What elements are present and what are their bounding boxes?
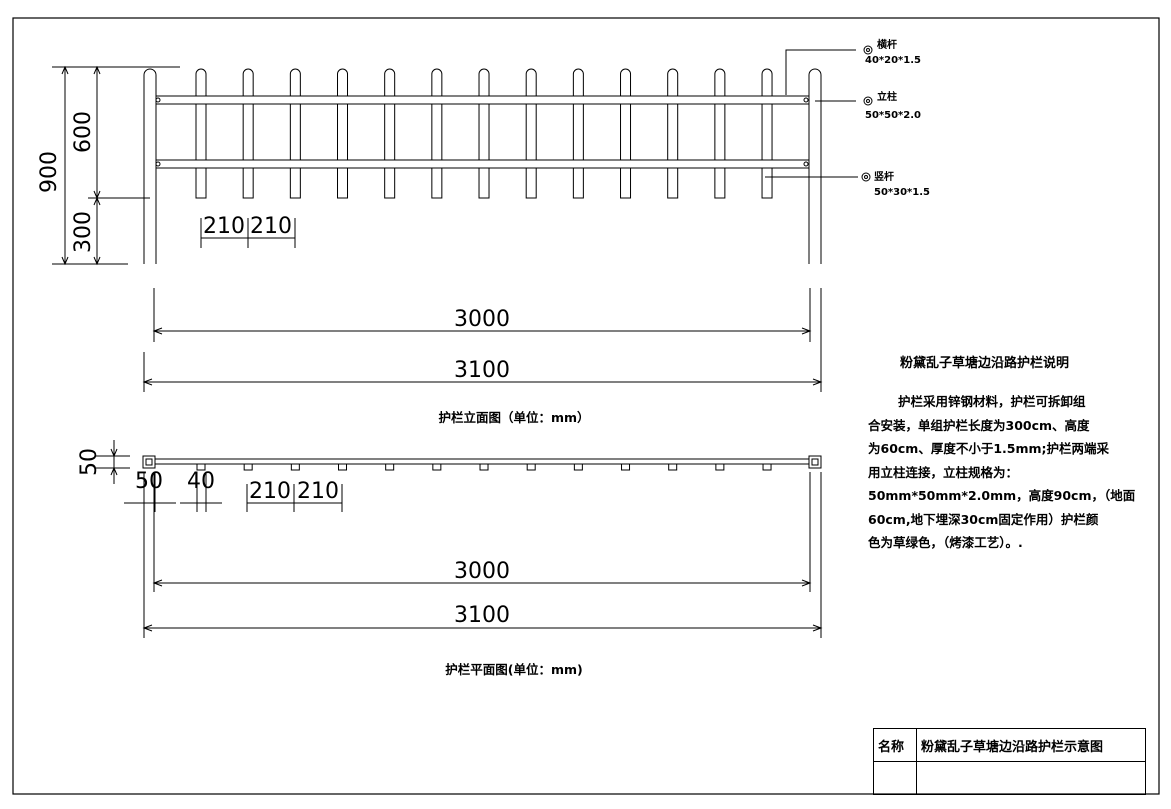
- plan-picket: [196, 463, 206, 471]
- callout-rail-name: 横杆: [877, 38, 897, 51]
- dim-text-210: 210: [203, 214, 245, 239]
- plan-picket: [715, 463, 725, 471]
- plan-left-post: [142, 455, 156, 469]
- picket: [761, 68, 773, 199]
- description-line: 用立柱连接，立柱规格为：: [868, 464, 1019, 480]
- title-block-empty: [873, 761, 917, 795]
- description-title: 粉黛乱子草塘边沿路护栏说明: [900, 356, 1070, 371]
- picket: [525, 68, 537, 199]
- plan-picket: [290, 463, 300, 471]
- plan-picket: [762, 463, 772, 471]
- elevation-title: 护栏立面图（单位：mm）: [438, 410, 589, 425]
- rail-bolt: [155, 97, 161, 103]
- picket: [195, 68, 207, 199]
- plan-right-post: [808, 455, 822, 469]
- right-post: [808, 68, 822, 264]
- picket: [431, 68, 443, 199]
- picket: [478, 68, 490, 199]
- title-block: 名称 粉黛乱子草塘边沿路护栏示意图: [873, 728, 1146, 795]
- description-line: 合安装，单组护栏长度为300cm、高度: [868, 417, 1090, 433]
- drawing-border: [12, 17, 1160, 795]
- callout-picket-name: 竖杆: [874, 170, 894, 183]
- plan-title: 护栏平面图(单位：mm): [445, 662, 582, 677]
- dim-text-3100-plan: 3100: [454, 603, 510, 628]
- description-line: 为60cm、厚度不小于1.5mm;护栏两端采: [868, 441, 1110, 456]
- picket: [714, 68, 726, 199]
- picket: [242, 68, 254, 199]
- plan-picket: [479, 463, 489, 471]
- dim-text-3100: 3100: [454, 358, 510, 383]
- bottom-rail: [155, 159, 810, 169]
- title-block-empty: [916, 761, 1146, 795]
- description-line: 护栏采用锌钢材料，护栏可拆卸组: [898, 394, 1086, 409]
- description-line: 色为草绿色，（烤漆工艺）。.: [868, 535, 1023, 550]
- title-block-value: 粉黛乱子草塘边沿路护栏示意图: [916, 728, 1146, 762]
- dim-text-50-vert: 50: [77, 448, 102, 476]
- left-post: [143, 68, 157, 264]
- dim-arrows: [61, 65, 69, 266]
- top-rail: [155, 95, 810, 105]
- dim-text-900: 900: [37, 151, 62, 193]
- rail-bolt: [155, 161, 161, 167]
- elevation-view: [52, 45, 873, 392]
- picket: [289, 68, 301, 199]
- plan-picket: [338, 463, 348, 471]
- dim-text-3000-plan: 3000: [454, 559, 510, 584]
- picket: [572, 68, 584, 199]
- rail-bolt: [803, 161, 809, 167]
- plan-picket-group: [196, 463, 772, 471]
- dim-text-3000: 3000: [454, 307, 510, 332]
- description-body: 护栏采用锌钢材料，护栏可拆卸组 合安装，单组护栏长度为300cm、高度 为60c…: [868, 390, 1158, 555]
- picket: [620, 68, 632, 199]
- picket: [384, 68, 396, 199]
- plan-picket: [385, 463, 395, 471]
- picket: [337, 68, 349, 199]
- callout-rail-spec: 40*20*1.5: [865, 55, 921, 66]
- rail-bolt: [803, 97, 809, 103]
- description-line: 60cm,地下埋深30cm固定作用）护栏颜: [868, 511, 1099, 527]
- dim-text-210-plan: 210: [249, 479, 291, 504]
- dim-text-210: 210: [250, 214, 292, 239]
- title-block-label: 名称: [873, 728, 917, 762]
- plan-view: [96, 440, 823, 638]
- picket: [667, 68, 679, 199]
- leader-rail: [785, 49, 856, 95]
- dim-text-600: 600: [71, 111, 96, 153]
- plan-picket: [573, 463, 583, 471]
- dim-arrows: [93, 65, 101, 266]
- dim-text-40: 40: [187, 469, 215, 494]
- plan-picket: [668, 463, 678, 471]
- plan-picket: [621, 463, 631, 471]
- description-line: 50mm*50mm*2.0mm，高度90cm，（地面: [868, 488, 1136, 503]
- plan-picket: [432, 463, 442, 471]
- dim-text-300: 300: [71, 211, 96, 253]
- picket-group: [195, 68, 773, 199]
- callout-post-spec: 50*50*2.0: [865, 110, 921, 121]
- dim-text-210-plan: 210: [297, 479, 339, 504]
- plan-picket: [243, 463, 253, 471]
- plan-picket: [526, 463, 536, 471]
- callout-picket-spec: 50*30*1.5: [874, 187, 930, 198]
- dim-text-50-horiz: 50: [135, 469, 163, 494]
- callout-post-name: 立柱: [877, 90, 897, 103]
